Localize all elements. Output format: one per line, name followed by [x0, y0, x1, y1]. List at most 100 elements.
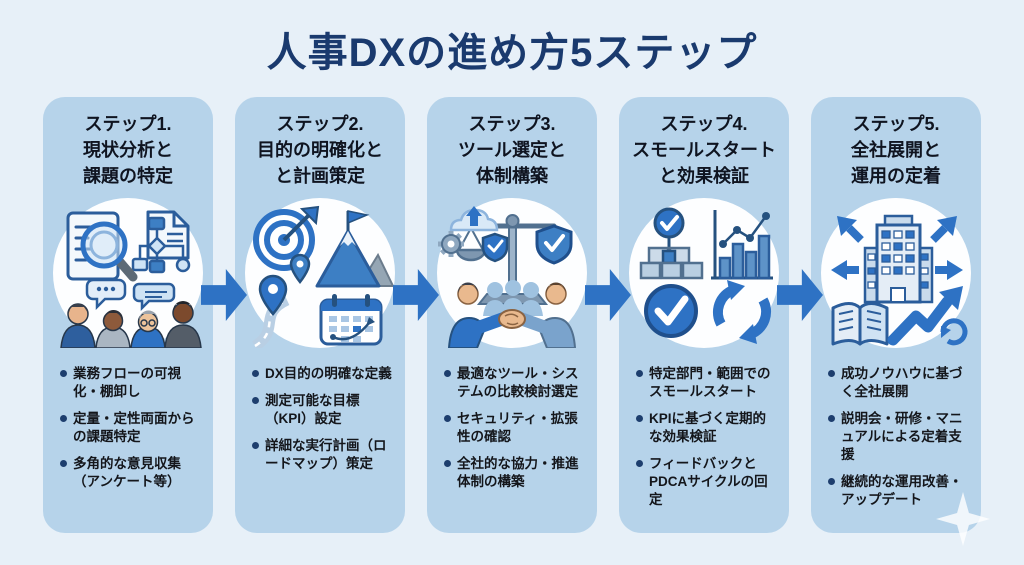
bullet-item: 特定部門・範囲でのスモールスタート [636, 365, 778, 401]
step-card-5: ステップ5. 全社展開と 運用の定着 [811, 97, 981, 533]
step-heading-line: スモールスタート [632, 140, 776, 160]
bullet-dot [60, 415, 67, 423]
refresh-icon [940, 318, 968, 346]
step-illustration [245, 198, 395, 348]
bullet-text: 継続的な運用改善・アップデート [841, 474, 963, 508]
bullet-item: 説明会・研修・マニュアルによる定着支援 [828, 410, 970, 464]
bullet-text: 多角的な意見収集（アンケート等） [73, 456, 181, 490]
bullet-item: 多角的な意見収集（アンケート等） [60, 455, 202, 491]
bullet-list: DX目的の明確な定義 測定可能な目標（KPI）設定 詳細な実行計画（ロードマップ… [244, 365, 396, 473]
bullet-item: 成功ノウハウに基づく全社展開 [828, 365, 970, 401]
growth-arrow-icon [887, 286, 963, 346]
step-heading-line: 体制構築 [476, 166, 548, 186]
magnifier-icon [80, 221, 138, 282]
steps-row: ステップ1. 現状分析と 課題の特定 [43, 97, 981, 533]
bullet-item: 測定可能な目標（KPI）設定 [252, 392, 394, 428]
handshake-icon [447, 280, 577, 348]
milestone-blocks-icon [639, 207, 704, 280]
step-heading-line: 課題の特定 [83, 166, 173, 186]
shield-check-right-icon [535, 224, 573, 265]
step-heading-line: 運用の定着 [851, 166, 941, 186]
bullet-dot [252, 370, 259, 377]
bullet-item: フィードバックとPDCAサイクルの回定 [636, 455, 778, 509]
bullet-item: 全社的な協力・推進体制の構築 [444, 455, 586, 491]
bullet-text: 測定可能な目標（KPI）設定 [265, 393, 360, 427]
bullet-dot [60, 370, 67, 377]
step-heading-line: ツール選定と [458, 140, 566, 160]
step-heading-line: と計画策定 [275, 166, 365, 186]
bullet-dot [828, 415, 835, 423]
bullet-text: DX目的の明確な定義 [265, 366, 392, 381]
step-heading: ステップ2. 目的の明確化と と計画策定 [244, 111, 396, 189]
bullet-item: 最適なツール・システムの比較検討選定 [444, 365, 586, 401]
bullet-item: 継続的な運用改善・アップデート [828, 473, 970, 509]
bullet-list: 成功ノウハウに基づく全社展開 説明会・研修・マニュアルによる定着支援 継続的な運… [820, 365, 972, 510]
bullet-text: 詳細な実行計画（ロードマップ）策定 [265, 438, 387, 472]
bullet-item: 詳細な実行計画（ロードマップ）策定 [252, 437, 394, 473]
step-heading: ステップ3. ツール選定と 体制構築 [436, 111, 588, 189]
page-title: 人事DXの進め方5ステップ [266, 31, 758, 75]
step-heading-line: 目的の明確化と [257, 140, 383, 160]
bullet-item: DX目的の明確な定義 [252, 365, 394, 383]
expand-arrows-icon [831, 216, 963, 280]
bullet-dot [828, 370, 835, 377]
step-heading: ステップ4. スモールスタート と効果検証 [628, 111, 780, 189]
bullet-list: 業務フローの可視化・棚卸し 定量・定性両面からの課題特定 多角的な意見収集（アン… [52, 365, 204, 491]
bullet-item: KPIに基づく定期的な効果検証 [636, 410, 778, 446]
step-heading-line: ステップ1. [84, 114, 172, 134]
bullet-item: 定量・定性両面からの課題特定 [60, 410, 202, 446]
cloud-upload-icon [449, 206, 499, 232]
bullet-dot [60, 460, 67, 468]
mountain-flag-icon [315, 210, 395, 288]
bullet-text: フィードバックとPDCAサイクルの回定 [649, 456, 768, 508]
bullet-text: 業務フローの可視化・棚卸し [73, 366, 181, 400]
pdca-cycle-icon [712, 280, 772, 344]
bullet-text: 説明会・研修・マニュアルによる定着支援 [841, 411, 963, 463]
bullet-dot [828, 478, 835, 486]
bullet-text: 最適なツール・システムの比較検討選定 [457, 366, 579, 400]
bullet-text: 成功ノウハウに基づく全社展開 [841, 366, 963, 400]
bullet-dot [636, 370, 643, 377]
step-illustration [53, 198, 203, 348]
step-heading-line: ステップ3. [468, 114, 556, 134]
step-heading-line: 全社展開と [851, 140, 941, 160]
gear-icon [438, 231, 464, 257]
bullet-dot [444, 460, 451, 468]
building-icon [863, 214, 934, 304]
step-heading-line: ステップ2. [276, 114, 364, 134]
step-heading-line: ステップ5. [852, 114, 940, 134]
step-heading: ステップ5. 全社展開と 運用の定着 [820, 111, 972, 189]
bullet-dot [444, 415, 451, 423]
bullet-dot [636, 415, 643, 423]
roadmap-pins-icon [251, 253, 311, 348]
bullet-dot [252, 397, 259, 405]
step-heading-line: ステップ4. [660, 114, 748, 134]
step-card-1: ステップ1. 現状分析と 課題の特定 [43, 97, 213, 533]
step-card-3: ステップ3. ツール選定と 体制構築 [427, 97, 597, 533]
bullet-dot [636, 460, 643, 468]
people-group-icon [60, 301, 202, 348]
speech-bubbles-icon [85, 278, 176, 312]
kpi-chart-icon [711, 210, 773, 280]
step-card-2: ステップ2. 目的の明確化と と計画策定 [235, 97, 405, 533]
step-heading-line: と効果検証 [659, 166, 749, 186]
shield-check-left-icon [481, 232, 509, 263]
step-heading: ステップ1. 現状分析と 課題の特定 [52, 111, 204, 189]
bullet-dot [444, 370, 451, 377]
bullet-list: 最適なツール・システムの比較検討選定 セキュリティ・拡張性の確認 全社的な協力・… [436, 365, 588, 491]
bullet-list: 特定部門・範囲でのスモールスタート KPIに基づく定期的な効果検証 フィードバッ… [628, 365, 780, 510]
check-circle-icon [644, 284, 698, 338]
step-illustration [821, 198, 971, 348]
step-card-4: ステップ4. スモールスタート と効果検証 [619, 97, 789, 533]
bullet-item: セキュリティ・拡張性の確認 [444, 410, 586, 446]
flowchart-icon [131, 210, 191, 274]
step-heading-line: 現状分析と [83, 140, 173, 160]
bullet-text: KPIに基づく定期的な効果検証 [649, 411, 767, 445]
bullet-text: 定量・定性両面からの課題特定 [73, 411, 195, 445]
book-icon [831, 302, 889, 346]
bullet-text: セキュリティ・拡張性の確認 [457, 411, 578, 445]
bullet-text: 特定部門・範囲でのスモールスタート [649, 366, 771, 400]
bullet-dot [252, 442, 259, 450]
calendar-icon [319, 294, 383, 346]
